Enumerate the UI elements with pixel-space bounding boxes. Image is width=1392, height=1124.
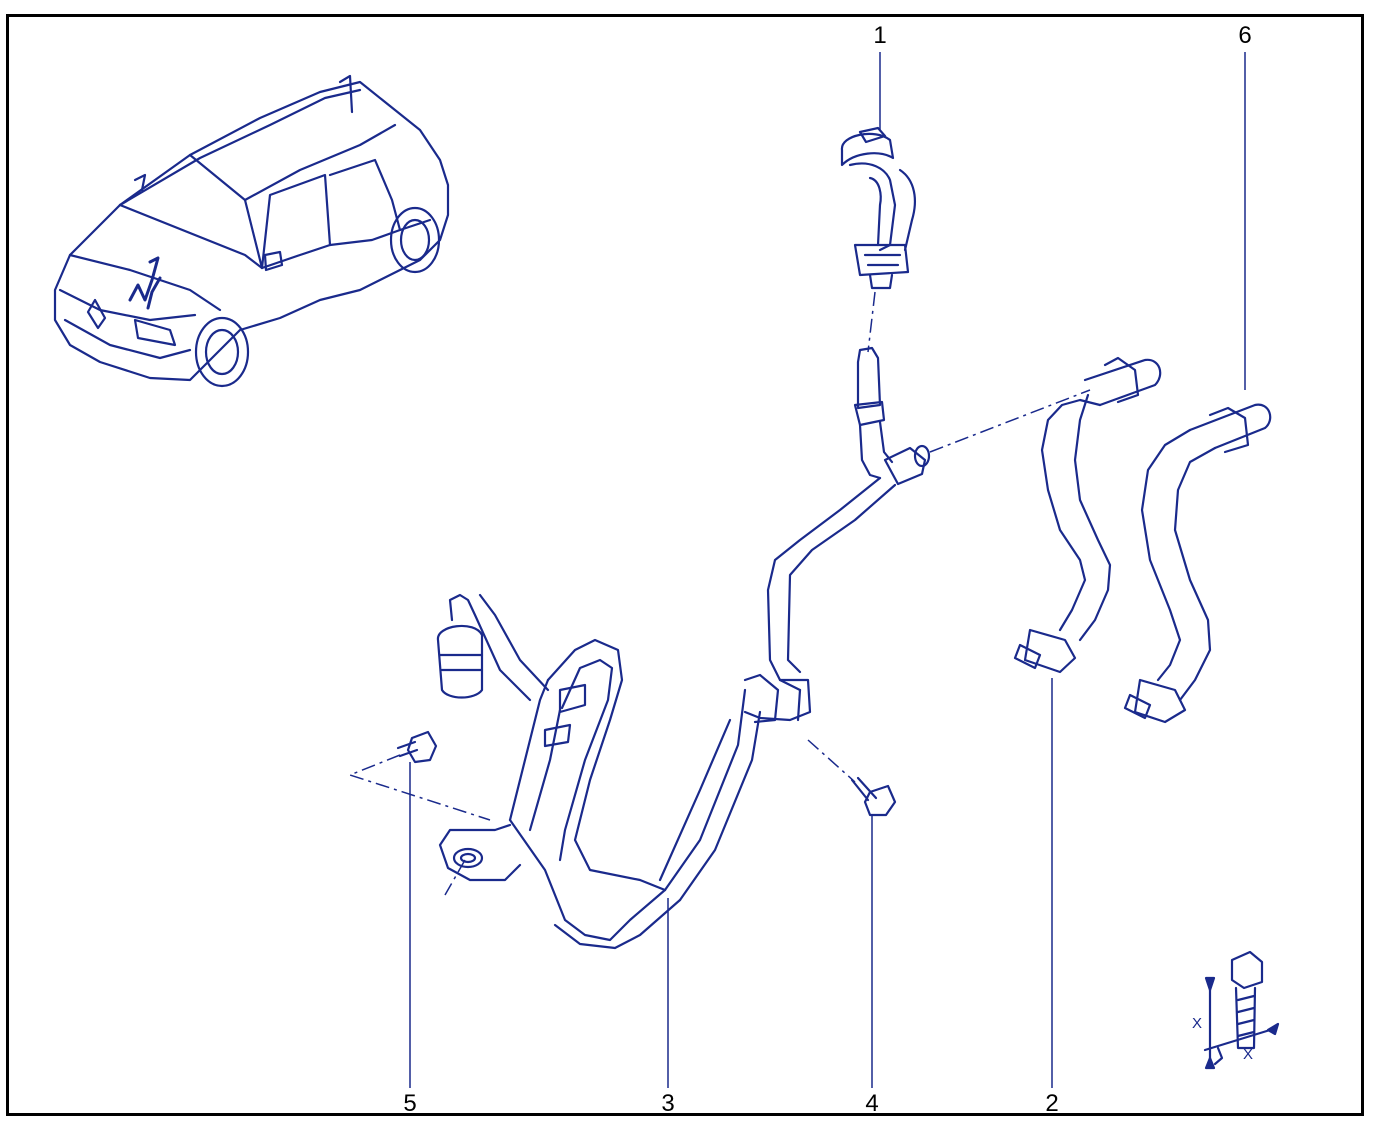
diagram-frame: [6, 14, 1364, 1116]
callout-leaders: [409, 52, 1246, 1088]
part-4-bolt: [850, 776, 897, 817]
dimension-label-vertical: X: [1192, 1015, 1203, 1032]
callout-2: 2: [1045, 1090, 1059, 1117]
torque-symbol-icon: [1203, 950, 1280, 1070]
part-2-hose: [1013, 356, 1162, 674]
callout-4: 4: [865, 1090, 879, 1117]
part-5-bolt: [396, 730, 438, 764]
part-6-hose: [1123, 403, 1272, 724]
assembly-guide-lines: [347, 291, 1091, 896]
callout-1: 1: [873, 22, 887, 49]
part-3-pipe-assembly: [436, 346, 931, 950]
callout-5: 5: [403, 1090, 417, 1117]
part-1-hose: [840, 126, 916, 290]
vehicle-locator-illustration: [53, 74, 450, 388]
callout-6: 6: [1238, 22, 1252, 49]
callout-3: 3: [661, 1090, 675, 1117]
dimension-label-horizontal: X: [1243, 1046, 1254, 1063]
